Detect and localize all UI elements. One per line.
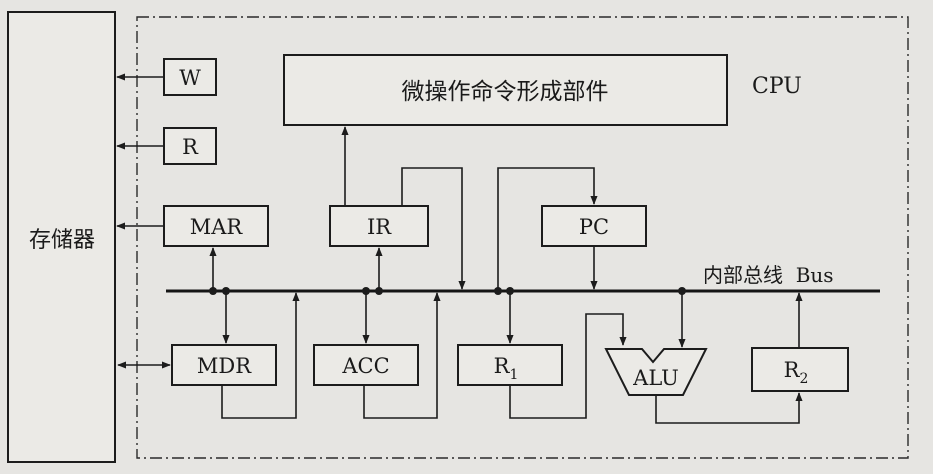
pc-box	[541, 205, 647, 247]
alu-to-r2-line	[655, 392, 803, 424]
bus-to-pc-line	[497, 167, 598, 291]
bus-label: 内部总线 Bus	[703, 263, 834, 287]
r2-label: R2	[784, 358, 809, 387]
alu-shape	[604, 348, 708, 396]
r-register-label: R	[182, 135, 199, 159]
control-unit-box	[283, 54, 728, 126]
acc-to-bus-line	[363, 292, 441, 419]
r1-label-main: R	[494, 354, 511, 378]
memory-label: 存储器	[29, 228, 95, 253]
mdr-box	[171, 344, 277, 386]
mar-label: MAR	[190, 215, 244, 239]
bus-junction-dot	[209, 287, 217, 295]
memory-box	[7, 11, 116, 463]
r1-box	[457, 344, 563, 386]
control-unit-label: 微操作命令形成部件	[402, 79, 609, 105]
ir-box	[329, 205, 429, 247]
mdr-to-bus-line	[221, 292, 300, 419]
r2-box	[751, 347, 849, 392]
mdr-label: MDR	[197, 354, 252, 378]
mar-box	[163, 205, 269, 247]
bus-junction-dot	[494, 287, 502, 295]
alu-label: ALU	[632, 366, 679, 390]
pc-label: PC	[579, 215, 609, 239]
cpu-label: CPU	[752, 74, 802, 99]
bus-junction-dot	[375, 287, 383, 295]
r1-label-sub: 1	[509, 367, 518, 383]
r1-to-alu-line	[509, 313, 627, 419]
w-register-label: W	[179, 66, 201, 90]
ir-to-bus-line	[401, 167, 466, 290]
cpu-boundary	[136, 16, 909, 459]
acc-box	[313, 344, 419, 386]
r2-label-sub: 2	[799, 371, 808, 387]
ir-label: IR	[367, 215, 392, 239]
acc-label: ACC	[341, 354, 389, 378]
r2-label-main: R	[784, 358, 801, 382]
r1-label: R1	[494, 354, 519, 383]
